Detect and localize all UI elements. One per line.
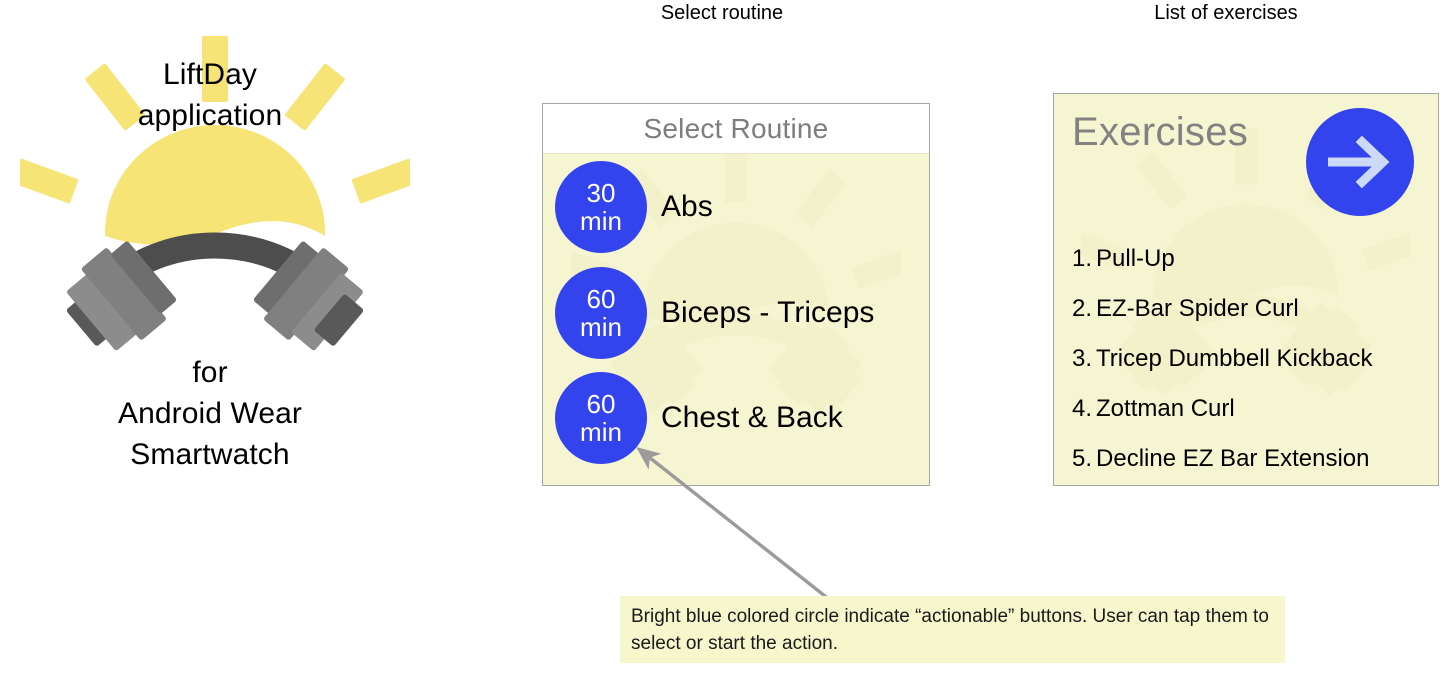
logo-title-line2: application	[137, 99, 283, 132]
liftday-logo-art	[20, 28, 410, 368]
list-item-number: 4.	[1072, 395, 1093, 422]
routine-duration-unit: min	[580, 312, 622, 342]
exercises-list: 1.Pull-Up 2.EZ-Bar Spider Curl 3.Tricep …	[1072, 234, 1430, 484]
logo-subtitle-line3: Smartwatch	[130, 438, 290, 471]
routine-row[interactable]: 60 min Chest & Back	[555, 372, 843, 464]
list-item-label: EZ-Bar Spider Curl	[1096, 295, 1299, 322]
routine-name: Chest & Back	[661, 401, 843, 434]
routine-duration-button[interactable]: 30 min	[555, 161, 647, 253]
list-item[interactable]: 1.Pull-Up	[1072, 234, 1430, 284]
list-item-number: 3.	[1072, 345, 1093, 372]
list-item[interactable]: 3.Tricep Dumbbell Kickback	[1072, 334, 1430, 384]
routine-row[interactable]: 60 min Biceps - Triceps	[555, 267, 875, 359]
routine-duration-value: 60	[586, 389, 616, 419]
logo-title-line1: LiftDay	[162, 58, 258, 91]
logo-panel: LiftDay application for Android Wear Sma…	[0, 0, 430, 520]
annotation-text: Bright blue colored circle indicate “act…	[631, 606, 1269, 654]
list-item-number: 1.	[1072, 245, 1093, 272]
select-routine-header: Select Routine	[543, 104, 929, 154]
routine-list: 30 min Abs 60 min Biceps - Triceps 60 mi…	[543, 154, 929, 485]
list-item-label: Zottman Curl	[1096, 395, 1235, 422]
logo-subtitle-line1: for	[192, 356, 228, 389]
list-item-label: Decline EZ Bar Extension	[1096, 445, 1370, 472]
logo-title: LiftDay application	[30, 54, 390, 136]
routine-name: Abs	[661, 190, 713, 223]
routine-duration-unit: min	[580, 206, 622, 236]
logo-subtitle: for Android Wear Smartwatch	[30, 352, 390, 475]
routine-duration-button[interactable]: 60 min	[555, 372, 647, 464]
select-routine-card: Select Routine 30 min Abs 60 min Biceps …	[542, 103, 930, 486]
dumbbell-icon	[66, 232, 364, 351]
list-item[interactable]: 2.EZ-Bar Spider Curl	[1072, 284, 1430, 334]
annotation-leader-arrow	[630, 440, 860, 615]
list-item[interactable]: 5.Decline EZ Bar Extension	[1072, 434, 1430, 484]
sun-icon	[20, 36, 410, 245]
logo-subtitle-line2: Android Wear	[117, 397, 303, 430]
select-routine-header-label: Select Routine	[643, 112, 829, 144]
column-caption-list-of-exercises: List of exercises	[1154, 2, 1298, 24]
list-item-number: 5.	[1072, 445, 1093, 472]
routine-name: Biceps - Triceps	[661, 296, 875, 329]
routine-duration-unit: min	[580, 417, 622, 447]
list-item-label: Tricep Dumbbell Kickback	[1096, 345, 1373, 372]
annotation-callout-box: Bright blue colored circle indicate “act…	[620, 596, 1285, 663]
routine-duration-button[interactable]: 60 min	[555, 267, 647, 359]
list-item[interactable]: 4.Zottman Curl	[1072, 384, 1430, 434]
exercises-header-label: Exercises	[1072, 110, 1249, 154]
exercises-card: Exercises 1.Pull-Up 2.EZ-Bar Spider Curl…	[1053, 93, 1439, 486]
list-item-number: 2.	[1072, 295, 1093, 322]
routine-duration-value: 60	[586, 284, 616, 314]
list-item-label: Pull-Up	[1096, 245, 1175, 272]
routine-row[interactable]: 30 min Abs	[555, 161, 713, 253]
arrow-right-icon	[1328, 135, 1390, 189]
routine-duration-value: 30	[586, 178, 616, 208]
start-workout-button[interactable]	[1306, 108, 1414, 216]
column-caption-select-routine: Select routine	[660, 2, 784, 24]
